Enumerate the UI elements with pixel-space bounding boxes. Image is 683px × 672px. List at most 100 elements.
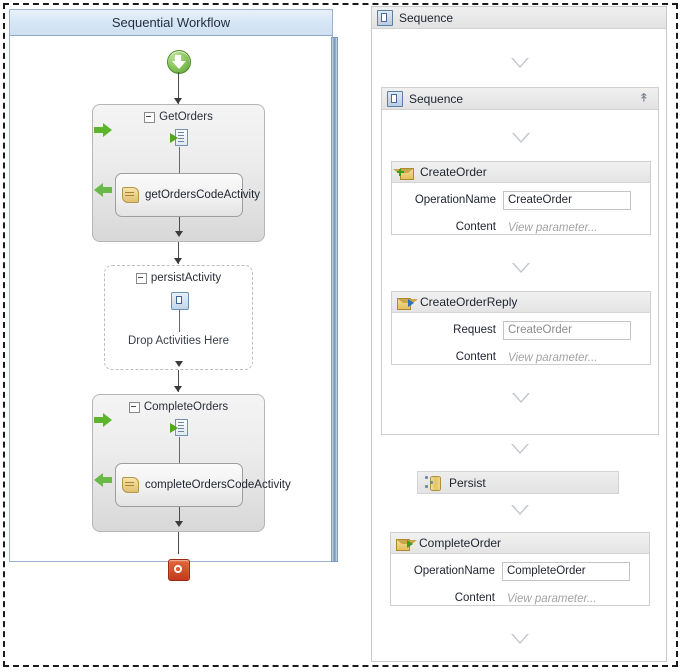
chevron-double-up-icon[interactable]: ↟: [638, 90, 650, 105]
activity-persist-label: Persist: [449, 475, 486, 490]
persist-icon: [425, 475, 442, 491]
card-completeorder-title: CompleteOrder: [419, 536, 502, 550]
activity-completeorders[interactable]: CompleteOrders completeOrdersCodeActivit…: [92, 394, 291, 532]
connector-arrow: [175, 231, 183, 237]
start-icon[interactable]: [167, 50, 191, 74]
receive-activity-icon: [170, 419, 188, 436]
activity-completeorderscodeactivity[interactable]: completeOrdersCodeActivity: [115, 463, 291, 507]
field-request[interactable]: Request CreateOrder: [392, 319, 650, 341]
inner-sequence-label: Sequence: [409, 91, 464, 106]
sequence-icon: [387, 90, 403, 107]
field-operationname-input[interactable]: CreateOrder: [503, 190, 631, 210]
outer-sequence-label: Sequence: [399, 10, 454, 25]
receive-message-icon: [393, 166, 414, 180]
inner-sequence-container[interactable]: Sequence ↟ CreateOrder OperationName Cre…: [381, 87, 659, 435]
connector-line: [179, 437, 180, 465]
connector-arrow: [174, 98, 182, 104]
green-arrow-right-icon: [94, 413, 112, 427]
hollow-down-chevron-icon: [511, 444, 529, 454]
activity-persist[interactable]: Persist: [417, 471, 619, 494]
field-content-label: Content: [454, 592, 495, 604]
connector-arrow: [174, 258, 182, 264]
code-scroll-icon: [122, 477, 139, 493]
field-content[interactable]: Content View parameter...: [391, 587, 649, 609]
drop-activities-hint: Drop Activities Here: [128, 335, 229, 347]
field-operationname-label: OperationName: [413, 565, 495, 577]
card-completeorder[interactable]: CompleteOrder OperationName CompleteOrde…: [390, 532, 650, 606]
connector-line: [178, 242, 179, 264]
hollow-down-chevron-icon: [511, 505, 529, 515]
field-operationname[interactable]: OperationName CompleteOrder: [391, 560, 649, 582]
field-content[interactable]: Content View parameter...: [392, 216, 650, 238]
field-content-label: Content: [455, 351, 496, 363]
green-arrow-right-icon: [94, 123, 112, 137]
sequence-icon: [377, 9, 393, 26]
card-createorderreply[interactable]: CreateOrderReply Request CreateOrder Con…: [391, 291, 651, 365]
card-createorder-body: OperationName CreateOrder Content View p…: [392, 183, 650, 234]
page-title: Sequential Workflow: [10, 10, 332, 36]
card-createorderreply-body: Request CreateOrder Content View paramet…: [392, 313, 650, 364]
activity-getorderscodeactivity-label: getOrdersCodeActivity: [145, 189, 261, 201]
hollow-down-chevron-icon: [512, 393, 530, 403]
field-content[interactable]: Content View parameter...: [392, 346, 650, 368]
vertical-scrollbar[interactable]: [331, 37, 338, 562]
inner-sequence-header[interactable]: Sequence ↟: [382, 88, 658, 110]
sequential-workflow-designer[interactable]: Sequential Workflow GetOrders getOrdersC…: [9, 9, 338, 581]
persist-activity-icon: [171, 292, 189, 310]
wf-sequence-designer[interactable]: Sequence Sequence ↟ CreateOrder: [371, 6, 671, 668]
activity-persistactivity-label: persistActivity: [150, 272, 222, 284]
field-operationname-label: OperationName: [414, 194, 496, 206]
activity-persistactivity-header: persistActivity: [105, 272, 252, 284]
field-content-label: Content: [455, 221, 496, 233]
send-message-icon: [396, 537, 417, 551]
field-request-label: Request: [453, 324, 496, 336]
hollow-down-chevron-icon: [512, 133, 530, 143]
workflow-canvas[interactable]: GetOrders getOrdersCodeActivity persistA…: [10, 36, 332, 581]
receive-activity-icon: [170, 129, 188, 146]
connector-arrow: [175, 361, 183, 367]
green-arrow-left-icon: [94, 183, 112, 197]
connector-line: [179, 217, 180, 235]
activity-getorders-label: GetOrders: [159, 111, 213, 123]
connector-line: [179, 507, 180, 525]
activity-getorders[interactable]: GetOrders getOrdersCodeActivity: [92, 104, 265, 242]
field-operationname-input[interactable]: CompleteOrder: [502, 561, 630, 581]
outer-sequence-container[interactable]: Sequence Sequence ↟ CreateOrder: [371, 6, 667, 662]
field-content-value[interactable]: View parameter...: [508, 351, 598, 364]
field-operationname[interactable]: OperationName CreateOrder: [392, 189, 650, 211]
card-createorder-header[interactable]: CreateOrder: [392, 162, 650, 183]
green-arrow-left-icon: [94, 473, 112, 487]
connector-line: [179, 310, 180, 332]
field-content-value[interactable]: View parameter...: [508, 221, 598, 234]
activity-completeorderscodeactivity-label: completeOrdersCodeActivity: [145, 479, 291, 491]
field-content-value[interactable]: View parameter...: [507, 592, 597, 605]
card-completeorder-header[interactable]: CompleteOrder: [391, 533, 649, 554]
connector-line: [178, 532, 179, 554]
card-completeorder-body: OperationName CompleteOrder Content View…: [391, 554, 649, 605]
stop-icon[interactable]: [168, 559, 190, 581]
card-createorder[interactable]: CreateOrder OperationName CreateOrder Co…: [391, 161, 651, 235]
card-createorder-title: CreateOrder: [420, 165, 487, 179]
connector-arrow: [175, 521, 183, 527]
outer-sequence-header[interactable]: Sequence: [372, 7, 666, 29]
activity-persistactivity[interactable]: persistActivity Drop Activities Here: [104, 265, 253, 370]
connector-line: [179, 147, 180, 175]
activity-getorderscodeactivity[interactable]: getOrdersCodeActivity: [115, 173, 260, 217]
collapse-minus-icon[interactable]: [144, 111, 156, 123]
connector-line: [178, 72, 179, 104]
hollow-down-chevron-icon: [511, 58, 529, 68]
field-request-input[interactable]: CreateOrder: [503, 320, 631, 340]
collapse-minus-icon[interactable]: [135, 272, 147, 284]
hollow-down-chevron-icon: [512, 263, 530, 273]
connector-arrow: [174, 386, 182, 392]
activity-getorders-header: GetOrders: [93, 111, 264, 123]
collapse-minus-icon[interactable]: [128, 401, 140, 413]
activity-completeorders-header: CompleteOrders: [93, 401, 264, 413]
card-createorderreply-header[interactable]: CreateOrderReply: [392, 292, 650, 313]
connector-line: [178, 370, 179, 392]
code-scroll-icon: [122, 187, 139, 203]
send-reply-message-icon: [397, 296, 418, 310]
activity-completeorders-label: CompleteOrders: [143, 401, 229, 413]
card-createorderreply-title: CreateOrderReply: [420, 295, 518, 309]
hollow-down-chevron-icon: [511, 634, 529, 644]
